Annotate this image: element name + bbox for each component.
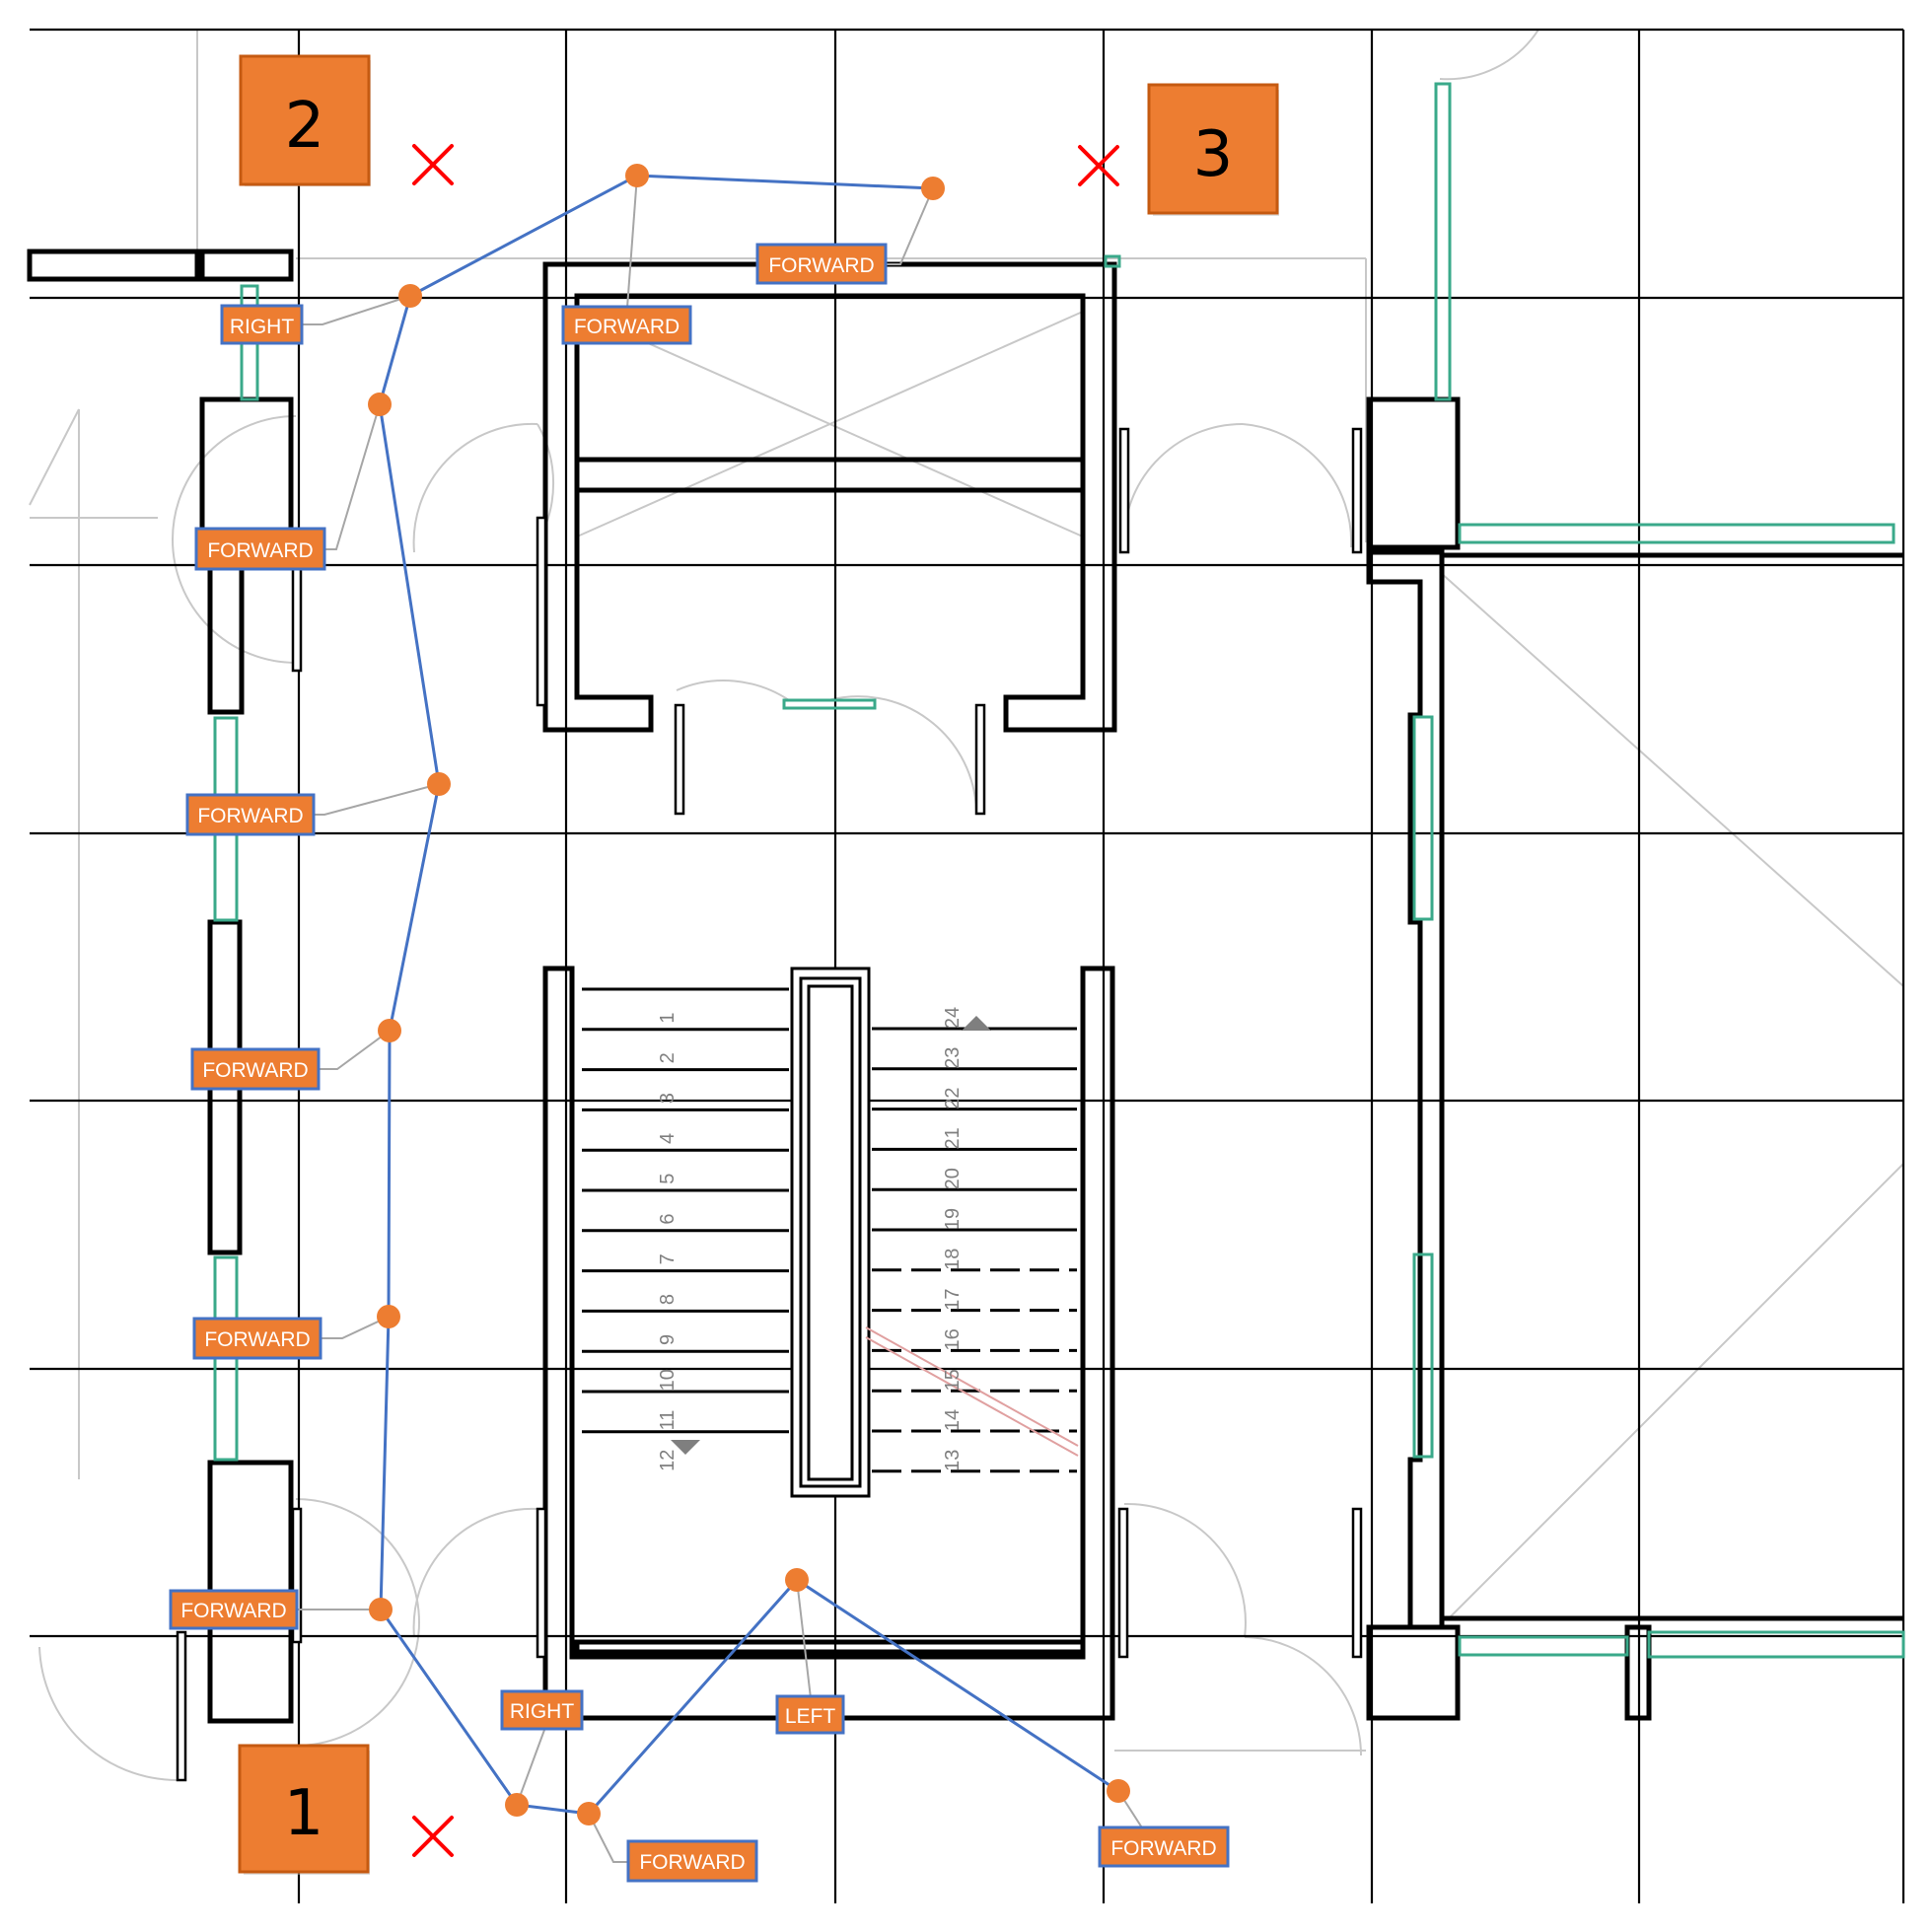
structural-grid: [30, 28, 1905, 1903]
stair-number: 14: [942, 1409, 964, 1431]
x-marker-3-icon: [1078, 145, 1119, 186]
stair-number: 18: [942, 1249, 964, 1270]
route-label-right-top: RIGHT: [220, 304, 304, 345]
route-label-text: FORWARD: [197, 805, 303, 827]
route-label-forward-4: FORWARD: [192, 1317, 322, 1360]
route-node: [377, 1305, 400, 1328]
stair-center-well: [790, 966, 871, 1498]
route-label-text: FORWARD: [207, 539, 313, 562]
stair-number: 13: [942, 1450, 964, 1471]
route-node: [378, 1019, 401, 1042]
route-labels: RIGHT FORWARD FORWARD FORWARD FORWARD FO…: [169, 243, 1230, 1883]
route-label-text: RIGHT: [230, 316, 295, 338]
route-label-forward-3: FORWARD: [190, 1047, 321, 1091]
stair-number: 12: [657, 1450, 679, 1471]
stair-number: 7: [657, 1253, 679, 1264]
stair-treads: [582, 987, 1077, 1473]
route-nodes: [368, 164, 1130, 1825]
stair-number: 6: [657, 1213, 679, 1224]
stair-number: 5: [657, 1174, 679, 1184]
stair-number: 23: [942, 1047, 964, 1069]
route-label-text: FORWARD: [202, 1059, 308, 1082]
route-node: [921, 177, 945, 200]
route-label-forward-5: FORWARD: [169, 1589, 299, 1630]
route-node: [505, 1793, 529, 1817]
route-label-forward-top-left: FORWARD: [561, 305, 692, 345]
stair-number: 19: [942, 1208, 964, 1230]
route-label-text: FORWARD: [574, 316, 680, 338]
route-node: [368, 393, 392, 416]
stair-number: 22: [942, 1087, 964, 1109]
stair-number: 2: [657, 1052, 679, 1063]
target-markers: [412, 144, 1119, 1857]
position-badge-3: 3: [1147, 83, 1279, 216]
stair-number: 3: [657, 1093, 679, 1104]
stair-number: 10: [657, 1369, 679, 1391]
position-badge-text: 3: [1193, 118, 1234, 191]
route-label-right-bottom: RIGHT: [500, 1689, 584, 1731]
stair-break-line: [865, 1326, 1079, 1457]
route-label-text: FORWARD: [639, 1851, 745, 1874]
position-badge-text: 2: [285, 90, 325, 163]
stair-number: 1: [657, 1012, 679, 1023]
route-label-forward-2: FORWARD: [185, 793, 316, 836]
route-label-text: FORWARD: [180, 1600, 286, 1622]
stair-number: 24: [942, 1007, 964, 1029]
route-label-text: FORWARD: [1110, 1837, 1216, 1860]
route-label-left-bottom: LEFT: [775, 1694, 845, 1735]
position-badge-2: 2: [239, 54, 371, 186]
route-label-text: RIGHT: [510, 1700, 575, 1723]
position-badge-text: 1: [284, 1777, 324, 1850]
stair-number: 4: [657, 1133, 679, 1144]
route-label-forward-bottom-right: FORWARD: [1098, 1825, 1230, 1868]
stair-number: 9: [657, 1334, 679, 1345]
route-label-forward-top-right: FORWARD: [755, 243, 888, 285]
route-upper: [378, 174, 934, 1610]
route-node: [427, 772, 451, 796]
position-badges: 1 2 3: [238, 54, 1279, 1875]
position-badge-1: 1: [238, 1744, 370, 1875]
route-node: [785, 1568, 809, 1592]
route-label-text: FORWARD: [204, 1328, 310, 1351]
door-leaves: [176, 427, 1363, 1782]
route-node: [577, 1802, 601, 1825]
route-node: [625, 164, 649, 187]
stair-number: 11: [657, 1410, 679, 1431]
x-marker-1-icon: [412, 1816, 454, 1857]
stair-number: 15: [942, 1369, 964, 1391]
route-label-text: LEFT: [785, 1705, 836, 1728]
route-node: [369, 1598, 393, 1621]
stair-number: 20: [942, 1168, 964, 1189]
stair-number: 17: [942, 1288, 964, 1310]
stair-number: 21: [942, 1127, 964, 1149]
x-marker-2-icon: [412, 144, 454, 185]
route-label-forward-1: FORWARD: [194, 527, 326, 571]
stair-direction-arrows: [671, 1016, 991, 1455]
route-label-text: FORWARD: [768, 254, 874, 277]
stair-number: 8: [657, 1294, 679, 1305]
route-node: [398, 284, 422, 308]
route-label-forward-bottom-mid: FORWARD: [626, 1839, 758, 1883]
route-node: [1107, 1779, 1130, 1803]
stair-number: 16: [942, 1328, 964, 1350]
